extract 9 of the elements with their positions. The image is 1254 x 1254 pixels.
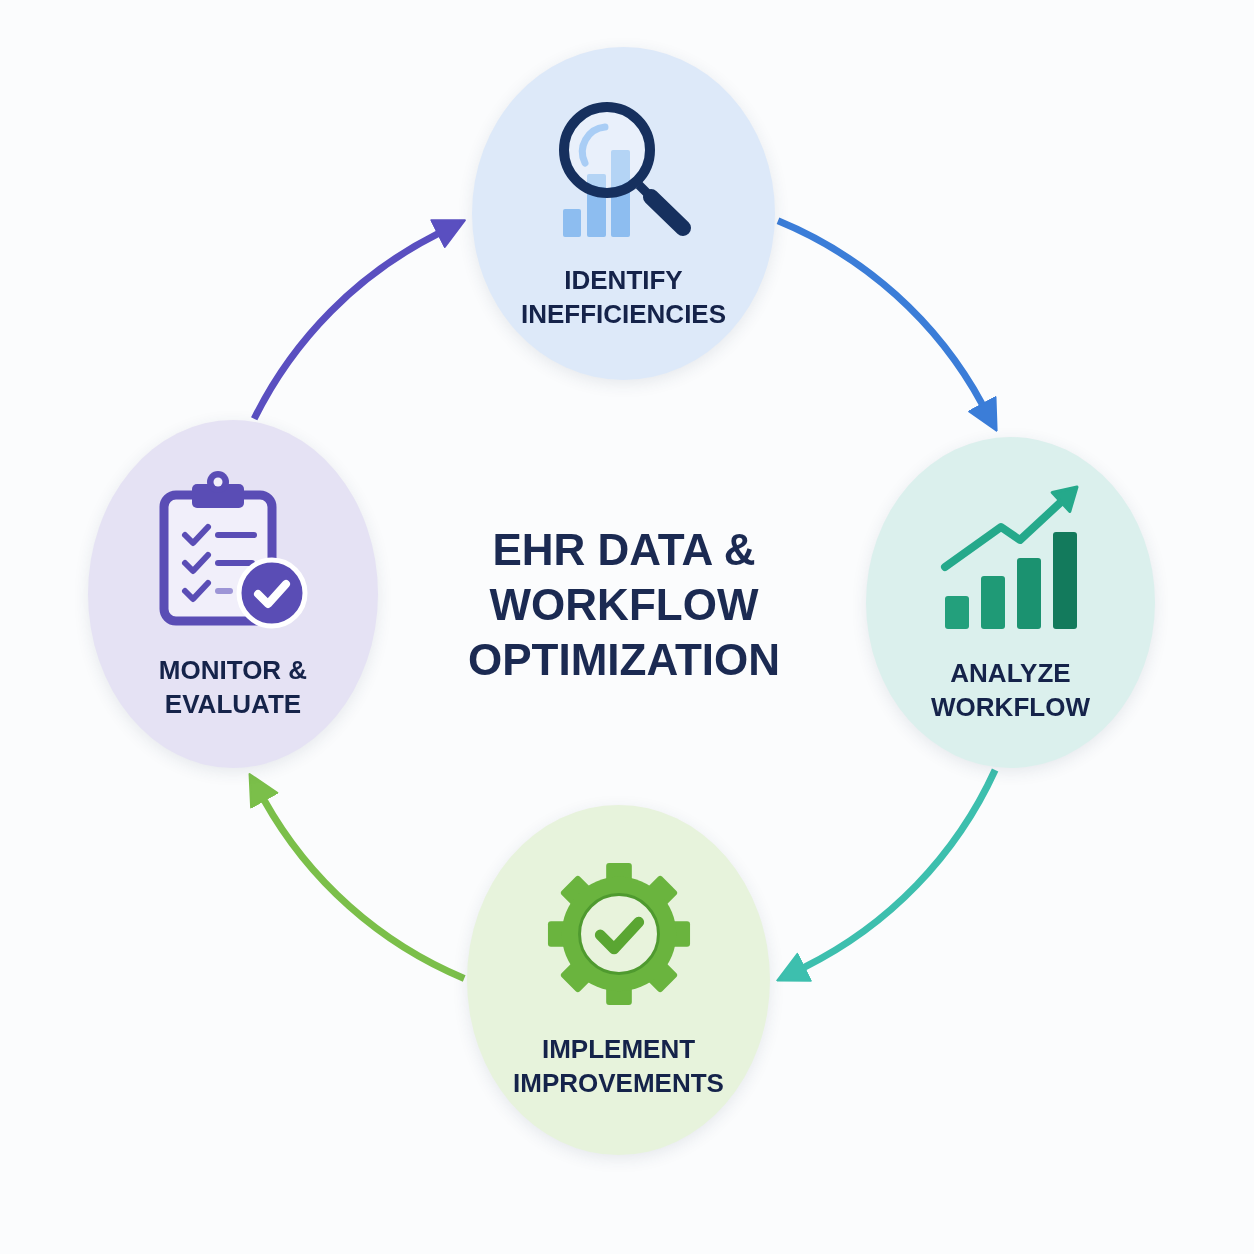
curved-arrow: [777, 768, 999, 984]
curved-arrow: [251, 217, 465, 421]
curved-arrow: [776, 217, 1000, 431]
stage-label: MONITOR & EVALUATE: [157, 654, 309, 721]
stage-label: IDENTIFY INEFFICIENCIES: [519, 263, 728, 331]
stage-label: ANALYZE WORKFLOW: [930, 656, 1091, 724]
diagram-title: EHR DATA & WORKFLOW OPTIMIZATION: [466, 524, 781, 686]
stage-label: IMPLEMENT IMPROVEMENTS: [512, 1033, 725, 1100]
curved-arrow: [247, 773, 466, 982]
